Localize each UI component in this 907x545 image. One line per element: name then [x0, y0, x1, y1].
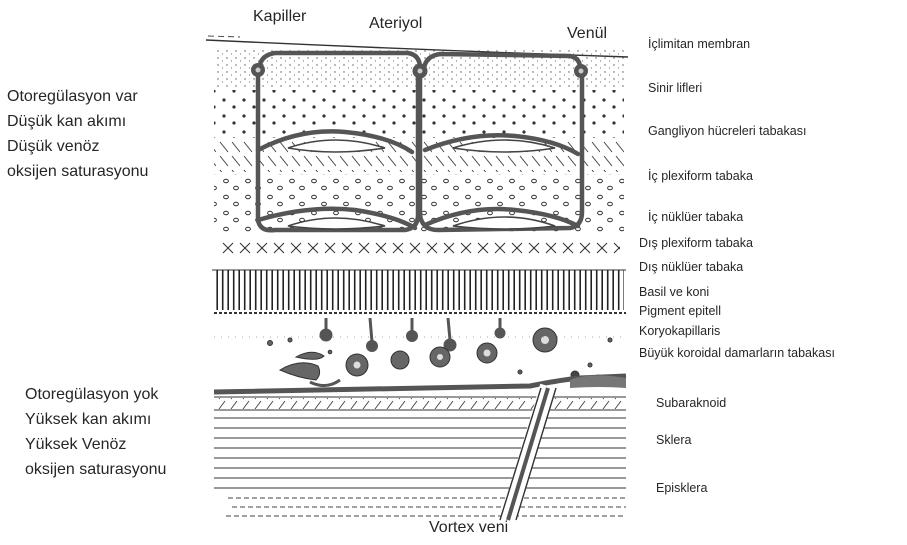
upper-condition-line: Otoregülasyon var [7, 86, 138, 108]
lower-condition-line: Yüksek Venöz [25, 434, 126, 456]
layer-label-sclera: Sklera [656, 433, 691, 447]
outer-plexiform-layer [222, 238, 620, 255]
layer-label-outer-nuclear: Dış nüklüer tabaka [639, 260, 743, 274]
upper-condition-line: Düşük venöz [7, 136, 100, 158]
layer-label-episclera: Episklera [656, 481, 707, 495]
arteriole-label: Ateriyol [369, 15, 422, 33]
lower-condition-line: Yüksek kan akımı [25, 409, 151, 431]
vortex-vein-label: Vortex veni [429, 519, 508, 537]
layer-label-nerve-fibers: Sinir lifleri [648, 81, 702, 95]
lower-condition-line: oksijen saturasyonu [25, 459, 166, 481]
upper-condition-line: oksijen saturasyonu [7, 161, 148, 183]
episclera-layer [226, 498, 626, 516]
upper-condition-line: Düşük kan akımı [7, 111, 126, 133]
subarachnoid-layer [214, 398, 624, 409]
layer-label-large-choroidal-vessels: Büyük koroidal damarların tabakası [639, 346, 835, 360]
layer-label-pigment-epithelium: Pigment epitell [639, 304, 721, 318]
layer-label-choriocapillaris: Koryokapillaris [639, 324, 720, 338]
layer-label-inner-limiting-membrane: İçlimitan membran [648, 37, 750, 51]
lower-condition-line: Otoregülasyon yok [25, 384, 158, 406]
layer-label-outer-plexiform: Dış plexiform tabaka [639, 236, 753, 250]
layer-label-rods-cones: Basil ve koni [639, 285, 709, 299]
layer-label-inner-plexiform: İç plexiform tabaka [648, 169, 753, 183]
layer-label-inner-nuclear: İç nüklüer tabaka [648, 210, 743, 224]
rods-and-cones [214, 270, 624, 310]
capillary-label: Kapiller [253, 8, 306, 26]
venule-label: Venül [567, 25, 607, 43]
choriocapillaris [321, 318, 504, 351]
layer-label-subarachnoid: Subaraknoid [656, 396, 726, 410]
choroid-boundary [214, 376, 626, 392]
layer-label-ganglion-cells: Gangliyon hücreleri tabakası [648, 124, 806, 138]
sclera-layer [214, 418, 626, 488]
